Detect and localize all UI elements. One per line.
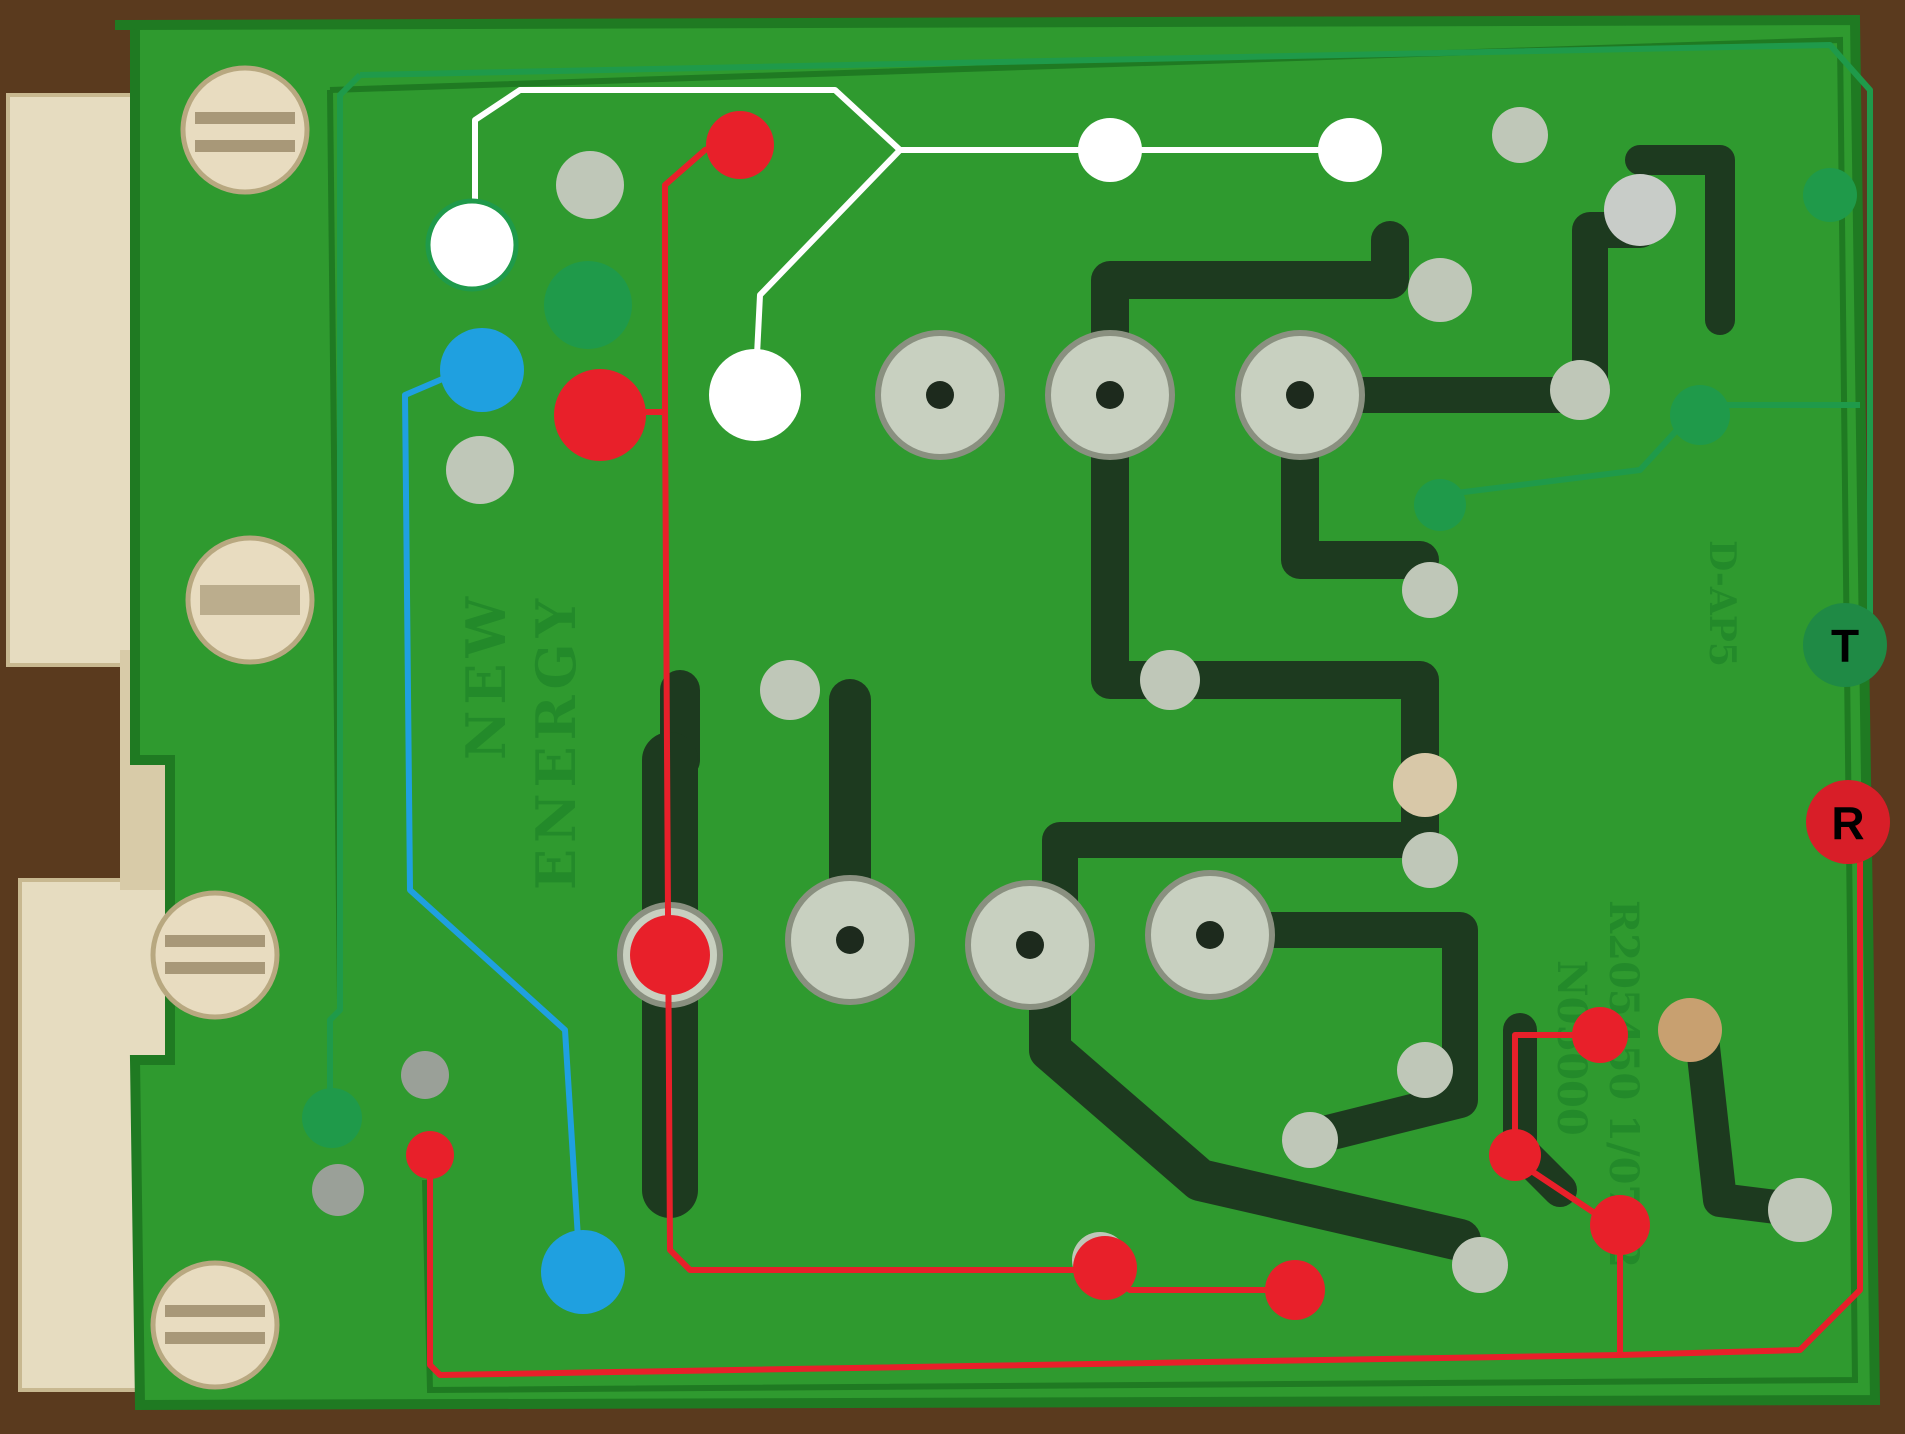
- red-marker: [1590, 1195, 1650, 1255]
- white-marker: [1078, 118, 1142, 182]
- solder-pad: [1393, 753, 1457, 817]
- red-marker: [1265, 1260, 1325, 1320]
- green-marker: [544, 261, 632, 349]
- solder-pad-large: [1045, 330, 1175, 460]
- blue-marker: [440, 328, 524, 412]
- solder-pad: [1550, 360, 1610, 420]
- red-marker: [706, 111, 774, 179]
- white-marker: [425, 198, 519, 292]
- terminal-t-label: T: [1831, 620, 1859, 672]
- screw: [185, 535, 315, 665]
- solder-pad: [1402, 562, 1458, 618]
- blue-wire: [402, 362, 583, 1271]
- screw: [180, 65, 310, 195]
- white-marker: [1318, 118, 1382, 182]
- white-marker: [709, 349, 801, 441]
- terminal-t: T: [1803, 603, 1887, 687]
- solder-pad: [556, 151, 624, 219]
- solder-pad-large: [1145, 870, 1275, 1000]
- blue-marker: [541, 1230, 625, 1314]
- solder-pad-large: [1235, 330, 1365, 460]
- solder-pad: [760, 660, 820, 720]
- solder-pad: [446, 436, 514, 504]
- red-marker: [406, 1131, 454, 1179]
- red-marker: [630, 915, 710, 995]
- screw: [150, 1260, 280, 1390]
- terminal-r: R: [1806, 780, 1890, 864]
- screw: [150, 890, 280, 1020]
- silkscreen-brand: NEW ENERGY: [454, 591, 588, 890]
- solder-pad: [1452, 1237, 1508, 1293]
- solder-pad: [1408, 258, 1472, 322]
- red-marker: [1489, 1129, 1541, 1181]
- terminal-t-badge: [1803, 603, 1887, 687]
- solder-pad: [1402, 832, 1458, 888]
- wire-markers: [302, 111, 1857, 1320]
- green-marker: [1803, 168, 1857, 222]
- red-marker: [554, 369, 646, 461]
- solder-pad-large: [965, 880, 1095, 1010]
- solder-pad: [401, 1051, 449, 1099]
- solder-pad: [312, 1164, 364, 1216]
- mounting-screws: [150, 65, 315, 1390]
- solder-pad: [1768, 1178, 1832, 1242]
- solder-pad: [1492, 107, 1548, 163]
- silk-brand-line1: NEW: [454, 591, 518, 760]
- red-marker: [1572, 1007, 1628, 1063]
- solder-pad: [1658, 998, 1722, 1062]
- solder-pad: [1282, 1112, 1338, 1168]
- red-marker: [1073, 1236, 1137, 1300]
- solder-pad-large: [875, 330, 1005, 460]
- solder-pad: [1397, 1042, 1453, 1098]
- terminal-r-label: R: [1831, 797, 1864, 849]
- solder-pad: [1140, 650, 1200, 710]
- green-marker: [1414, 479, 1466, 531]
- green-marker: [302, 1088, 362, 1148]
- green-marker: [1670, 385, 1730, 445]
- solder-pad-large: [785, 875, 915, 1005]
- silk-brand-line2: ENERGY: [524, 593, 588, 890]
- silkscreen-code: D-AP5: [1701, 540, 1743, 667]
- terminal-r-badge: [1806, 780, 1890, 864]
- silk-part-line3: D-AP5: [1701, 540, 1743, 667]
- green-wire: [327, 42, 1873, 1100]
- solder-pad: [1604, 174, 1676, 246]
